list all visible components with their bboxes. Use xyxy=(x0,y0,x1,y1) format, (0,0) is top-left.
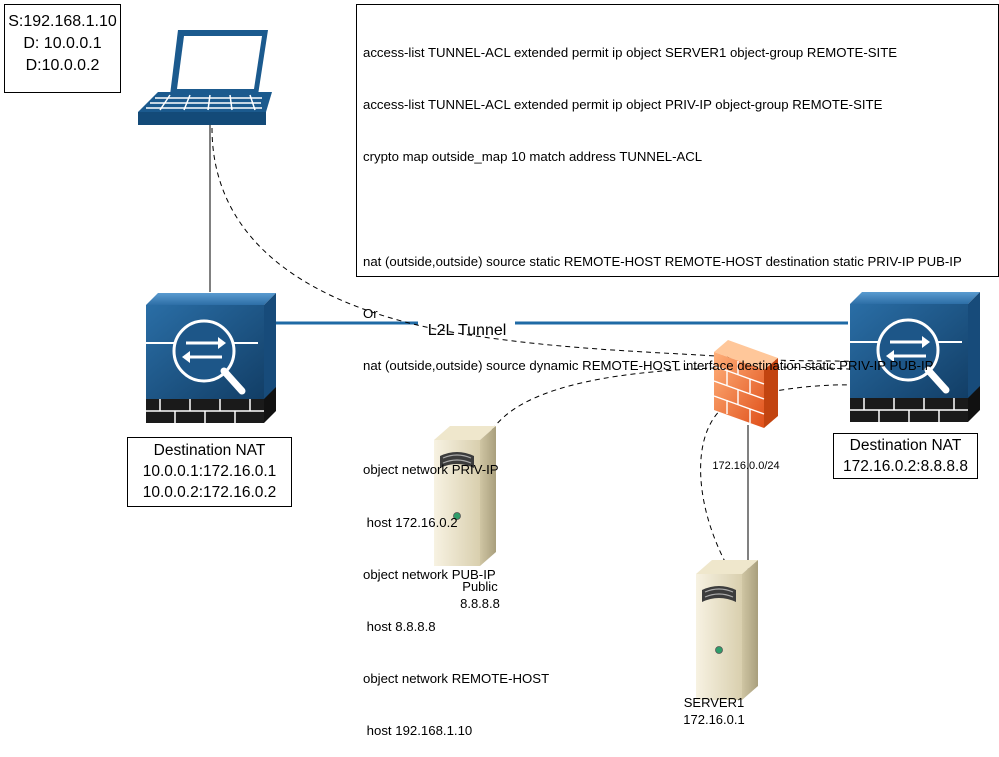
source-address-line: S:192.168.1.10 xyxy=(8,13,117,30)
subnet-label: 172.16.0.0/24 xyxy=(712,460,780,472)
config-line: object network REMOTE-HOST xyxy=(363,671,550,687)
left-asa-firewall-icon xyxy=(140,293,276,423)
public-server-ip: 8.8.8.8 xyxy=(460,596,500,611)
public-server-name: Public xyxy=(462,579,498,594)
config-line: host 8.8.8.8 xyxy=(363,619,436,635)
tunnel-label: L2L Tunnel xyxy=(427,322,507,339)
config-line: object network PUB-IP xyxy=(363,566,496,582)
config-line: host 172.16.0.2 xyxy=(363,514,458,530)
destination-address-line: D: 10.0.0.1 xyxy=(23,35,102,52)
config-line: Or xyxy=(363,305,378,321)
laptop-icon xyxy=(138,30,272,125)
brick-firewall-icon xyxy=(713,340,778,428)
traffic-path-laptop xyxy=(211,127,869,363)
config-line: nat (outside,outside) source static REMO… xyxy=(363,253,962,269)
config-line: object network PRIV-IP xyxy=(363,462,499,478)
server1-name: SERVER1 xyxy=(683,695,745,710)
config-line: access-list TUNNEL-ACL extended permit i… xyxy=(363,44,898,60)
config-line: access-list TUNNEL-ACL extended permit i… xyxy=(363,97,883,113)
traffic-path-public xyxy=(491,366,881,431)
destination-address-line: D:10.0.0.2 xyxy=(25,57,100,74)
right-nat-box: Destination NAT 172.16.0.2:8.8.8.8 xyxy=(833,433,978,479)
left-nat-mapping: 10.0.0.2:172.16.0.2 xyxy=(142,484,277,501)
network-diagram xyxy=(0,30,999,701)
left-nat-title: Destination NAT xyxy=(153,442,266,459)
right-nat-mapping: 172.16.0.2:8.8.8.8 xyxy=(843,458,968,475)
server1-ip: 172.16.0.1 xyxy=(683,712,745,727)
source-address-box: S:192.168.1.10 D: 10.0.0.1 D:10.0.0.2 xyxy=(4,4,121,93)
config-box: access-list TUNNEL-ACL extended permit i… xyxy=(356,4,999,738)
config-line: nat (outside,outside) source dynamic REM… xyxy=(363,358,934,374)
left-nat-box: Destination NAT 10.0.0.1:172.16.0.1 10.0… xyxy=(127,437,292,507)
config-line xyxy=(363,200,998,217)
server1-label: SERVER1 172.16.0.1 xyxy=(664,694,764,728)
right-nat-title: Destination NAT xyxy=(849,437,962,454)
public-server-label: Public 8.8.8.8 xyxy=(430,578,530,612)
config-line xyxy=(363,409,998,426)
config-line: crypto map outside_map 10 match address … xyxy=(363,149,703,165)
left-nat-mapping: 10.0.0.1:172.16.0.1 xyxy=(142,463,277,480)
